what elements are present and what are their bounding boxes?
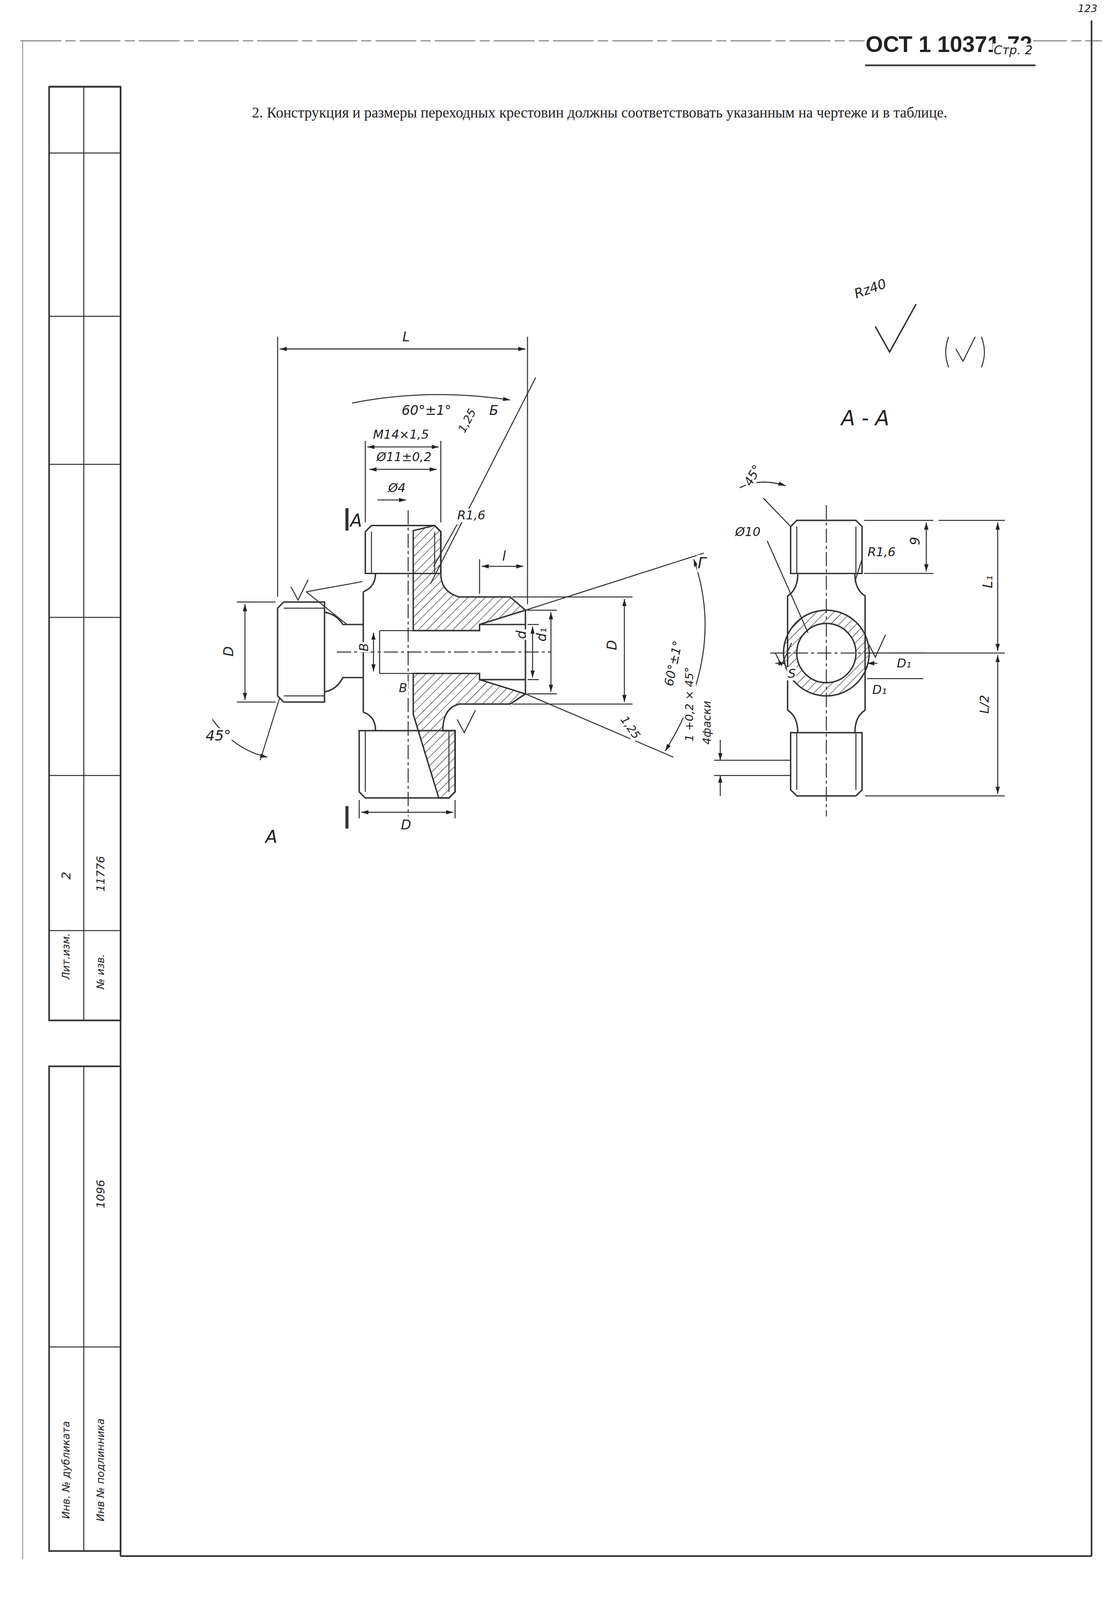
dimension-label: М14×1,5 <box>372 427 430 442</box>
dimension-label: 60°±1° <box>400 403 453 418</box>
dimension-label: D₁ <box>895 656 912 670</box>
dimension-label: S <box>786 666 797 681</box>
stamp-cell-text: № изв. <box>95 952 107 990</box>
dimension-label: 9 <box>907 535 923 547</box>
dimension-label: В <box>397 681 409 695</box>
page-label: Стр. 2 <box>992 43 1034 57</box>
dimension-label: l <box>501 548 507 564</box>
dimension-label: L/2 <box>977 693 992 715</box>
dimension-label: Ø11±0,2 <box>375 450 433 464</box>
stamp-cell-text: 1096 <box>95 1178 108 1210</box>
dimension-label: R1,6 <box>866 545 897 559</box>
dimension-label: 1 +0,2 × 45° <box>683 665 697 743</box>
roughness-label: Rz40 <box>851 275 890 302</box>
dimension-label: R1,6 <box>456 508 487 522</box>
dimension-label: 1,25 <box>455 405 479 436</box>
stamp-cell-text: 11776 <box>95 854 108 893</box>
dimension-label: 4фаски <box>700 699 714 746</box>
stamp-cell-text: Инв. № дубликата <box>60 1419 72 1520</box>
stamp-cell-text: 2 <box>59 870 74 881</box>
dimension-label: А <box>349 510 363 530</box>
dimension-label: d₁ <box>534 626 550 643</box>
dimension-label: Г <box>696 554 708 572</box>
dimension-label: L₁ <box>980 574 995 589</box>
section-title: А - А <box>840 407 891 430</box>
dimension-label: D₁ <box>871 682 888 697</box>
dimension-label: D <box>221 644 236 657</box>
stamp-cell-text: Лит.изм. <box>60 931 72 981</box>
dimension-label: d <box>514 629 530 640</box>
page-number: 123 <box>1076 3 1099 15</box>
dimension-label: 45° <box>204 727 232 744</box>
dimension-label: 1,25 <box>617 712 644 743</box>
note-text: 2. Конструкция и размеры переходных крес… <box>193 99 1041 127</box>
stamp-cell-text: Инв № подлинника <box>95 1416 107 1522</box>
dimension-label: Ø4 <box>387 481 407 495</box>
dimension-label: В <box>357 641 371 652</box>
dimension-label: D <box>399 816 413 832</box>
dimension-label: Ø10 <box>734 525 762 539</box>
dimension-label: Б <box>488 403 500 418</box>
dimension-label: D <box>604 638 620 652</box>
dimension-label: L <box>401 329 411 345</box>
dimension-label: А <box>264 827 278 847</box>
dimension-label: 60°±1° <box>661 638 685 688</box>
